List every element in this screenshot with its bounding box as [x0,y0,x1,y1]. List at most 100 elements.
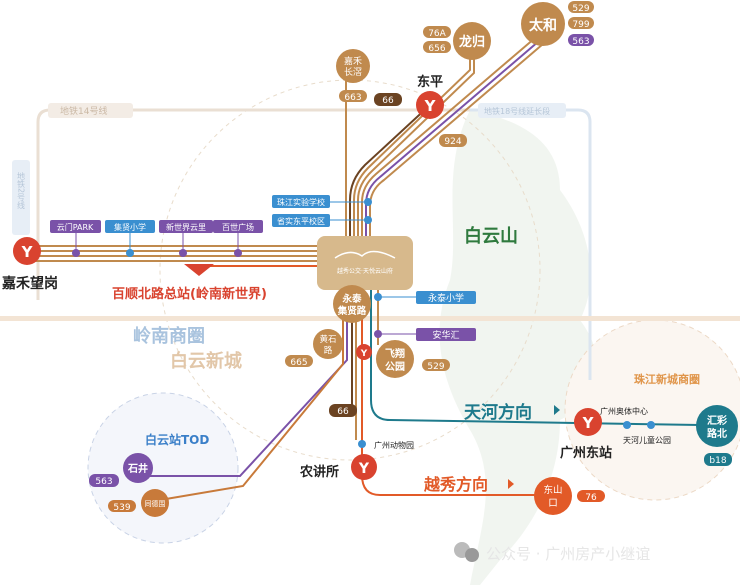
stop-dot [364,198,372,206]
route-badge: 539 [113,503,130,513]
route-badge: 529 [427,362,444,372]
stop-zhujiang-school[interactable]: 珠江实验学校 [277,197,325,207]
station-label: 广州东站 [560,445,612,461]
stop-dot [647,421,655,429]
terminal-label: 汇彩 [707,414,727,427]
route-badge: 563 [95,477,112,487]
route-badge: 66 [382,96,394,106]
station-label: 嘉禾望岗 [1,275,58,292]
stop-yongtai-school[interactable]: 永泰小学 [428,292,464,304]
stop-badge [272,214,330,227]
terminal-label: 长滘 [344,66,362,78]
metro-station-jiahe-wanggang[interactable]: Y [13,237,41,265]
zone-label-zhujiang: 珠江新城商圈 [634,372,700,386]
terminal-label: 同德围 [145,499,166,508]
terminal-marker-icon [184,264,214,276]
arrow-right-icon [554,405,560,415]
terminal-label: 永泰 [341,293,362,305]
terminal-label: 集贤路 [337,305,367,317]
stop-jixian-school[interactable]: 集贤小学 [114,222,146,232]
stop-children-park[interactable]: 天河儿童公园 [623,435,671,445]
terminal-label: 黄石 [319,334,336,345]
route-badge: 66 [337,407,349,417]
terminal-label: 路 [324,345,333,356]
stop-badge [272,195,330,208]
line18-badge [478,103,566,118]
terminal-dongshankou[interactable] [534,477,572,515]
route-badge: 663 [344,93,361,103]
terminal-label: 石井 [127,462,148,475]
stop-dot [358,440,366,448]
terminal-feixiang[interactable] [376,340,414,378]
metro-icon: Y [582,414,595,432]
terminal-huangshi[interactable] [313,329,343,359]
terminal-label: 龙归 [459,34,485,50]
stop-baishi-plaza[interactable]: 百世广场 [222,222,254,232]
route-badge: b18 [709,456,726,466]
stop-zoo[interactable]: 广州动物园 [374,440,414,450]
station-label: 东平 [417,74,443,90]
terminal-shijing[interactable] [123,453,153,483]
route-badge: 656 [428,44,445,54]
north-bus-lines [345,37,544,236]
zone-label-baiyun-mountain: 白云山 [464,225,518,247]
terminal-label: 东山 [543,484,562,496]
stop-yunmen-park[interactable]: 云门PARK [57,222,94,232]
metro-icon: Y [424,97,437,115]
route-badge: 76 [585,493,597,503]
terminal-label-baishun: 百顺北路总站(岭南新世界) [112,286,267,302]
route-badge: 924 [444,137,461,147]
direction-label-tianhe: 天河方向 [464,402,532,423]
terminal-longgui[interactable] [453,22,491,60]
project-hub[interactable] [317,236,413,290]
route-badge: 529 [572,4,589,14]
metro-station-guangzhou-east[interactable]: Y [574,408,602,436]
stop-dot [623,421,631,429]
terminal-label: 嘉禾 [344,55,362,67]
terminal-taihe[interactable] [521,2,565,46]
wechat-icon [465,548,479,562]
route-badge: 799 [572,20,589,30]
line18-label: 地铁18号线延长段 [484,106,550,116]
route-badge: 563 [572,37,589,47]
terminal-label: 路北 [707,427,727,440]
watermark: 公众号 · 广州房产小继谊 [486,545,650,563]
baiyun-mountain-area [439,110,598,585]
stop-olympic-center[interactable]: 广州奥体中心 [600,406,648,416]
terminal-huicai[interactable] [696,405,738,447]
logo-icon [334,250,396,259]
terminal-yongtai[interactable] [333,285,371,323]
stop-anhua[interactable]: 安华汇 [432,329,459,341]
zone-label-lingnan: 岭南商圈 [133,325,205,347]
lingnan-zone [159,79,541,461]
metro-station-dongping[interactable]: Y [416,91,444,119]
terminal-label: 口 [548,498,558,509]
stop-badge [416,291,476,304]
baiyun-tod-zone [87,392,239,544]
logo-text: 越秀公交·天悦云山府 [337,267,393,275]
line2-label: 地铁2号线 [17,171,26,209]
metro-station-small[interactable]: Y [356,344,372,360]
west-stops [50,220,263,257]
metro-icon: Y [360,349,368,359]
metro-line-18 [470,108,592,380]
metro-icon: Y [358,461,370,477]
route-badge: 665 [290,358,307,368]
stop-dot [364,216,372,224]
stop-shengshi-dongping[interactable]: 省实东平校区 [277,216,325,226]
metro-station-nongjiangsuo[interactable]: Y [351,454,377,480]
terminal-tongdewei[interactable] [141,489,169,517]
terminal-label: 太和 [529,17,557,34]
metro-icon: Y [21,243,34,261]
stop-dot [374,293,382,301]
route-badge: 76A [428,29,446,39]
line2-badge [12,160,30,235]
line14-label: 地铁14号线 [60,105,107,117]
direction-label-yuexiu: 越秀方向 [423,475,488,494]
station-label: 农讲所 [299,464,339,480]
terminal-jiahe-changjiao[interactable] [336,49,370,83]
stop-new-world-yunli[interactable]: 新世界云里 [166,222,206,232]
zone-label-baiyun-tod: 白云站TOD [145,432,209,447]
stop-dot [374,330,382,338]
